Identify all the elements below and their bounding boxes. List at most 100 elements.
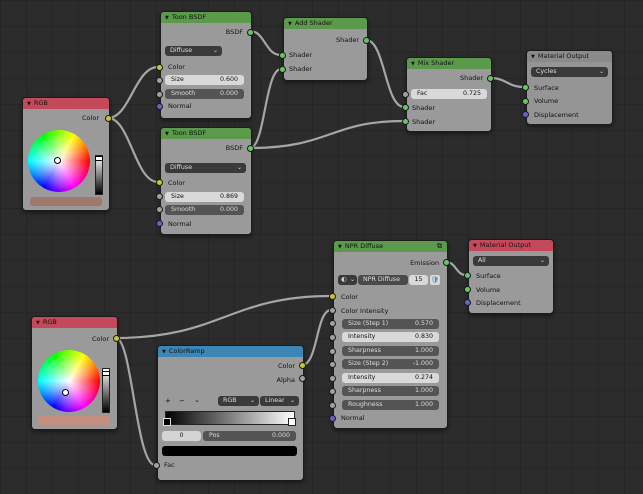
interpolation-dropdown[interactable]: Linear⌄: [260, 396, 299, 406]
color-swatch[interactable]: [38, 416, 110, 425]
rgb-node-2[interactable]: ▼RGB Color: [31, 316, 118, 430]
add-shader-in1-socket[interactable]: [279, 52, 286, 59]
npr-color-intensity-socket[interactable]: [329, 307, 336, 314]
material-output-2-header[interactable]: ▼Material Output: [469, 240, 553, 251]
npr-field-socket-2[interactable]: [329, 348, 336, 355]
toon-bsdf-1-header[interactable]: ▼Toon BSDF: [161, 12, 251, 23]
ramp-stop-black[interactable]: [163, 418, 171, 426]
collapse-arrow-icon[interactable]: ▼: [411, 61, 415, 67]
fake-user-shield-icon[interactable]: 🛡: [430, 275, 440, 285]
colorramp-color-socket[interactable]: [299, 362, 306, 369]
collapse-arrow-icon[interactable]: ▼: [531, 54, 535, 60]
toon2-smooth-socket[interactable]: [156, 206, 163, 213]
output1-volume-socket[interactable]: [522, 98, 529, 105]
component-dropdown[interactable]: Diffuse⌄: [165, 46, 222, 56]
toon1-size-socket[interactable]: [156, 77, 163, 84]
material-output-1-header[interactable]: ▼Material Output: [527, 51, 612, 62]
mix-shader-out-socket[interactable]: [487, 75, 494, 82]
value-slider[interactable]: [102, 368, 110, 413]
colorramp-fac-socket[interactable]: [153, 462, 160, 469]
colorramp-header[interactable]: ▼ColorRamp: [158, 346, 303, 357]
toon2-color-socket[interactable]: [156, 179, 163, 186]
stop-color-swatch[interactable]: [162, 446, 297, 456]
npr-field-socket-6[interactable]: [329, 402, 336, 409]
collapse-arrow-icon[interactable]: ▼: [27, 101, 31, 107]
toon1-bsdf-socket[interactable]: [247, 29, 254, 36]
collapse-arrow-icon[interactable]: ▼: [165, 15, 169, 21]
output1-surface-socket[interactable]: [522, 84, 529, 91]
collapse-arrow-icon[interactable]: ▼: [473, 243, 477, 249]
users-count[interactable]: 15: [409, 275, 428, 285]
value-slider-handle[interactable]: [95, 156, 103, 161]
target-dropdown[interactable]: Cycles⌄: [531, 67, 608, 77]
nodegroup-name-field[interactable]: NPR Diffuse: [358, 275, 408, 285]
value-slider[interactable]: [95, 155, 103, 195]
color-ramp-gradient[interactable]: [165, 411, 295, 425]
colorramp-alpha-socket[interactable]: [299, 375, 306, 382]
npr-diffuse-header[interactable]: ▼NPR Diffuse⧉: [334, 241, 447, 252]
color-picker-dot[interactable]: [62, 389, 69, 396]
mix-shader-in2-socket[interactable]: [402, 118, 409, 125]
color-picker-dot[interactable]: [54, 157, 61, 164]
add-shader-out-socket[interactable]: [363, 37, 370, 44]
colorramp-node[interactable]: ▼ColorRamp Color Alpha + − ⌄ RGB⌄ Linear…: [157, 345, 304, 481]
add-shader-in2-socket[interactable]: [279, 66, 286, 73]
output2-surface-socket[interactable]: [464, 272, 471, 279]
collapse-arrow-icon[interactable]: ▼: [288, 21, 292, 27]
collapse-arrow-icon[interactable]: ▼: [36, 320, 40, 326]
component-dropdown[interactable]: Diffuse⌄: [165, 163, 246, 173]
rgb1-color-socket[interactable]: [105, 115, 112, 122]
output1-displacement-socket[interactable]: [522, 111, 529, 118]
mix-fac-socket[interactable]: [402, 91, 409, 98]
target-dropdown[interactable]: All⌄: [473, 256, 549, 266]
rgb-node-1-header[interactable]: ▼RGB: [23, 98, 109, 109]
remove-stop-button[interactable]: −: [179, 397, 185, 405]
output2-displacement-socket[interactable]: [464, 299, 471, 306]
rgb-node-2-header[interactable]: ▼RGB: [32, 317, 117, 328]
add-shader-header[interactable]: ▼Add Shader: [284, 18, 367, 29]
collapse-arrow-icon[interactable]: ▼: [338, 244, 342, 250]
material-output-node-1[interactable]: ▼Material Output Cycles⌄ Surface Volume …: [526, 50, 613, 125]
npr-field-socket-3[interactable]: [329, 361, 336, 368]
toon-bsdf-2-header[interactable]: ▼Toon BSDF: [161, 128, 251, 139]
toon1-smooth-socket[interactable]: [156, 91, 163, 98]
toon2-bsdf-socket[interactable]: [247, 145, 254, 152]
toon2-size-socket[interactable]: [156, 193, 163, 200]
toon2-normal-socket[interactable]: [156, 220, 163, 227]
add-stop-button[interactable]: +: [165, 397, 171, 405]
color-swatch[interactable]: [30, 197, 102, 206]
toon1-normal-socket[interactable]: [156, 103, 163, 110]
collapse-arrow-icon[interactable]: ▼: [162, 349, 166, 355]
mix-shader-header[interactable]: ▼Mix Shader: [407, 58, 491, 69]
npr-field-socket-5[interactable]: [329, 388, 336, 395]
output2-volume-socket[interactable]: [464, 286, 471, 293]
npr-field-socket-0[interactable]: [329, 320, 336, 327]
mix-shader-in1-socket[interactable]: [402, 104, 409, 111]
color-mode-dropdown[interactable]: RGB⌄: [218, 396, 259, 406]
rgb-node-1[interactable]: ▼RGB Color: [22, 97, 110, 211]
npr-field-socket-1[interactable]: [329, 334, 336, 341]
npr-normal-socket[interactable]: [329, 415, 336, 422]
npr-emission-socket[interactable]: [443, 259, 450, 266]
npr-color-socket[interactable]: [329, 293, 336, 300]
rgb2-color-socket[interactable]: [113, 335, 120, 342]
stop-index-field[interactable]: 0: [162, 431, 201, 441]
nodegroup-browse-button[interactable]: ◐⌄: [338, 275, 357, 285]
npr-diffuse-node[interactable]: ▼NPR Diffuse⧉ Emission ◐⌄ NPR Diffuse 15…: [333, 240, 448, 429]
ramp-stop-white[interactable]: [288, 418, 296, 426]
node-group-icon[interactable]: ⧉: [437, 242, 442, 250]
